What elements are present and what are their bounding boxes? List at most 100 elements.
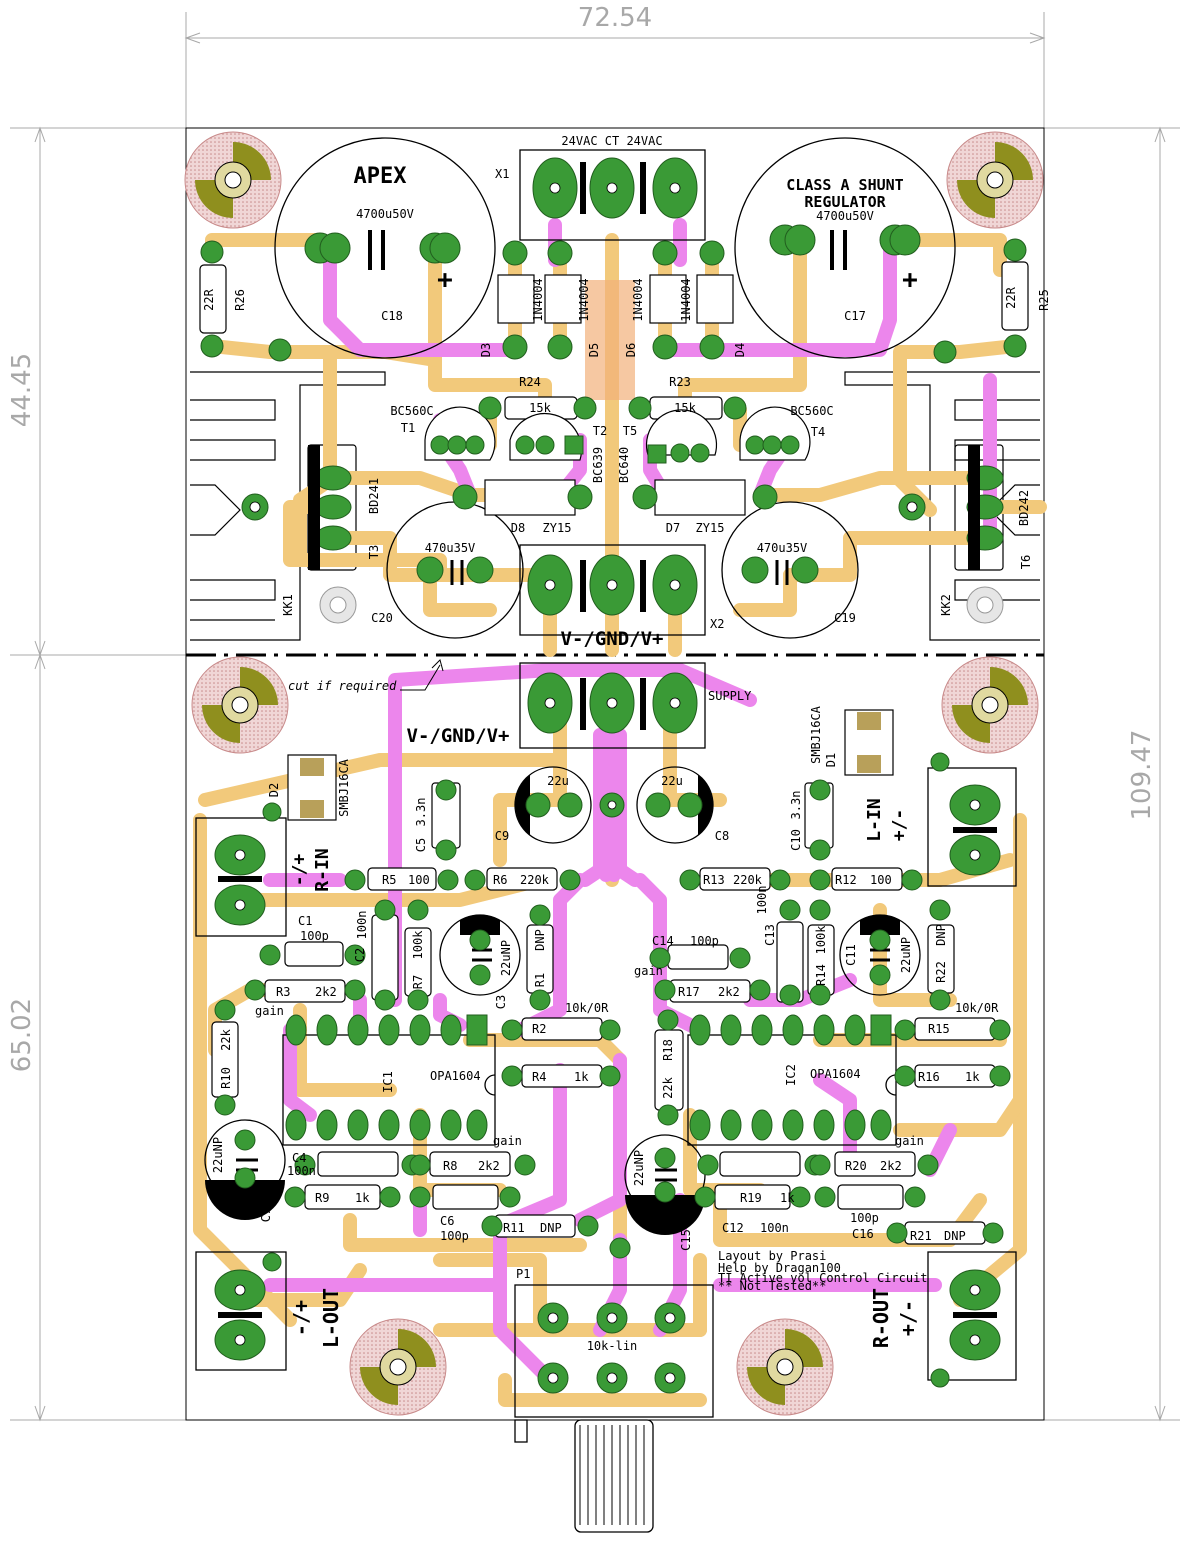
val-r23: 15k xyxy=(674,401,696,415)
val-r1: DNP xyxy=(533,929,547,951)
val-p1: 10k-lin xyxy=(587,1339,638,1353)
ref-r21: R21 xyxy=(910,1229,932,1243)
ref-r6: R6 xyxy=(493,873,507,887)
label-l-in-polarity: +/- xyxy=(889,809,910,842)
d3-body xyxy=(497,274,535,324)
ref-t6: T6 xyxy=(1019,555,1033,569)
c12-body xyxy=(719,1151,801,1177)
val-r19: 1k xyxy=(780,1191,795,1205)
val-c18: 4700u50V xyxy=(356,207,414,221)
ref-ic1: IC1 xyxy=(381,1071,395,1093)
val-d7: ZY15 xyxy=(696,521,725,535)
c2-body xyxy=(371,914,399,1001)
c14-body xyxy=(667,944,729,970)
val-c4: 100n xyxy=(287,1164,316,1178)
ref-d6: D6 xyxy=(624,343,638,357)
cap-c8-outline xyxy=(636,766,714,844)
val-c8: 22u xyxy=(661,774,683,788)
credit-line-1: Layout by Prasi xyxy=(718,1249,826,1263)
cap-c9-shade xyxy=(515,775,530,835)
val-r7: 100k xyxy=(411,930,425,960)
credit-line-2: Help by Dragan100 xyxy=(718,1261,841,1275)
connector-rout-outline xyxy=(927,1251,1017,1381)
label-t6-type: BD242 xyxy=(1017,490,1031,526)
connector-bars xyxy=(218,162,997,1318)
ref-r24: R24 xyxy=(519,375,541,389)
gain-label-3: gain xyxy=(493,1134,522,1148)
connector-lin-outline xyxy=(927,767,1017,887)
connector-outlines xyxy=(195,149,1017,1533)
d5-body xyxy=(544,274,582,324)
ref-r14: R14 xyxy=(814,964,828,986)
ref-c9: C9 xyxy=(495,829,509,843)
val-d4: 1N4004 xyxy=(679,278,693,321)
cap-c17-outline xyxy=(734,137,956,359)
val-c5: 3.3n xyxy=(414,798,428,827)
val-r13: 220k xyxy=(733,873,763,887)
label-apex: APEX xyxy=(354,164,407,189)
label-t4-type: BC560C xyxy=(790,404,833,418)
val-r8: 2k2 xyxy=(478,1159,500,1173)
ref-r19: R19 xyxy=(740,1191,762,1205)
ref-t5: T5 xyxy=(623,424,637,438)
d4-body xyxy=(696,274,734,324)
val-r6: 220k xyxy=(520,873,550,887)
ref-d4: D4 xyxy=(733,343,747,357)
dim-height-upper: 44.45 xyxy=(7,353,37,427)
cut-arrow xyxy=(400,659,444,691)
cap-c11-shade xyxy=(860,914,900,935)
ref-t4: T4 xyxy=(811,425,825,439)
ref-r4: R4 xyxy=(532,1070,546,1084)
ref-r10: R10 xyxy=(219,1067,233,1089)
label-t1-type: BC560C xyxy=(390,404,433,418)
mount-hole-bl xyxy=(349,1318,447,1416)
val-c2: 100n xyxy=(355,911,369,940)
val-r9: 1k xyxy=(355,1191,370,1205)
val-c3: 22uNP xyxy=(499,940,513,976)
c6-body xyxy=(432,1184,499,1210)
val-r24: 15k xyxy=(529,401,551,415)
val-r18: 22k xyxy=(661,1076,675,1098)
cap-c7-shade xyxy=(205,1180,285,1220)
ref-r18: R18 xyxy=(661,1039,675,1061)
ref-c11: C11 xyxy=(844,944,858,966)
r25-body xyxy=(1001,261,1029,331)
val-d5: 1N4004 xyxy=(577,278,591,321)
val-c11: 22uNP xyxy=(899,937,913,973)
val-c20: 470u35V xyxy=(425,541,476,555)
val-r16: 1k xyxy=(965,1070,980,1084)
val-d1: SMBJ16CA xyxy=(809,705,823,764)
r26-body xyxy=(199,264,227,334)
ref-r22: R22 xyxy=(934,961,948,983)
cap-c3-shade xyxy=(460,914,500,935)
val-r2-r15-left: 10k/0R xyxy=(565,1001,609,1015)
val-r25: 22R xyxy=(1004,286,1018,308)
d2-pad-b xyxy=(300,800,324,818)
val-c15: 22uNP xyxy=(632,1150,646,1186)
pot-p1-outline xyxy=(514,1284,714,1418)
label-t5-type: BC640 xyxy=(617,447,631,483)
ref-r25: R25 xyxy=(1037,289,1051,311)
ref-d7: D7 xyxy=(666,521,680,535)
val-c9: 22u xyxy=(547,774,569,788)
val-r4: 1k xyxy=(574,1070,589,1084)
val-d2: SMBJ16CA xyxy=(337,758,351,817)
d7-body xyxy=(654,479,746,516)
ref-t2: T2 xyxy=(593,424,607,438)
val-c19: 470u35V xyxy=(757,541,808,555)
label-regulator-1: CLASS A SHUNT xyxy=(786,176,903,194)
mount-hole-br xyxy=(736,1318,834,1416)
ref-c16: C16 xyxy=(852,1227,874,1241)
val-ic1: OPA1604 xyxy=(430,1069,481,1083)
ref-c10: C10 xyxy=(789,829,803,851)
cap-c15-shade xyxy=(625,1195,705,1235)
val-c13: 100n xyxy=(755,886,769,915)
ref-r7: R7 xyxy=(411,975,425,989)
r6-body xyxy=(486,867,558,891)
mount-hole-tr xyxy=(946,131,1044,229)
heatsink-hole-kk1 xyxy=(319,586,357,624)
ref-r20: R20 xyxy=(845,1159,867,1173)
label-r-in: R-IN xyxy=(312,848,333,891)
connector-supply-outline xyxy=(519,662,706,749)
